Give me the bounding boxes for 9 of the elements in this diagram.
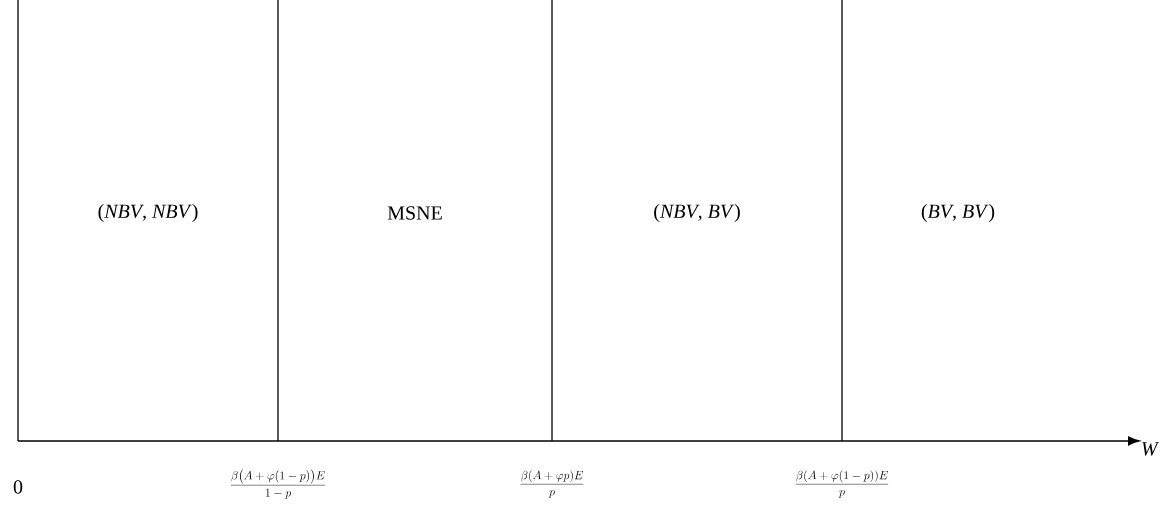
tick-label: $\frac{\beta\bigl(A+\varphi(1-p)\bigr)E}{1-p}$: [230, 469, 326, 499]
origin-label: 0: [13, 480, 23, 494]
region-label: (BV, BV): [921, 203, 995, 223]
region-label: MSNE: [387, 206, 442, 220]
region-label: (NBV, BV): [654, 203, 740, 223]
tick-label: $\frac{\beta(A+\varphi p)E}{p}$: [520, 470, 584, 498]
region-label: (NBV, NBV): [98, 203, 198, 223]
tick-label: $\frac{\beta(A+\varphi(1-p))E}{p}$: [795, 470, 889, 498]
axis-label: W: [1142, 442, 1160, 456]
